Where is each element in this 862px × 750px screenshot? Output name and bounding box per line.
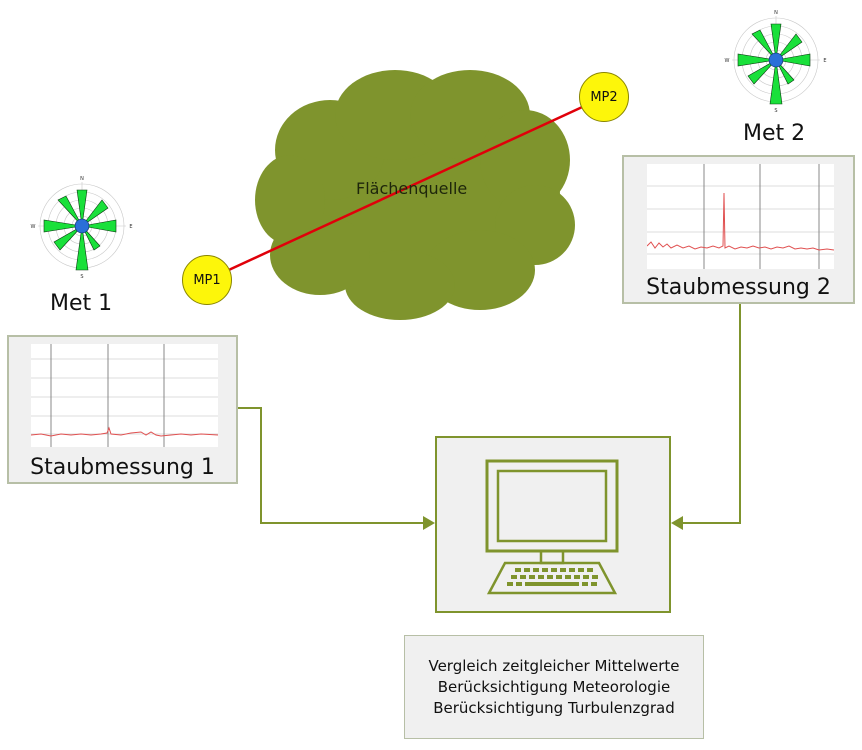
dust-measurement-2-panel: Staubmessung 2	[622, 155, 855, 304]
connector-left	[238, 407, 425, 524]
dust-measurement-1-chart	[30, 344, 219, 447]
svg-text:E: E	[823, 58, 826, 64]
dust-measurement-1-label: Staubmessung 1	[30, 455, 215, 480]
dust-trace-1	[30, 344, 219, 447]
svg-text:N: N	[774, 10, 778, 16]
dust-trace-2	[646, 164, 835, 269]
note-line-2: Berücksichtigung Meteorologie	[437, 677, 671, 696]
computer-icon	[485, 459, 619, 595]
svg-text:W: W	[31, 224, 36, 230]
svg-text:S: S	[774, 108, 777, 114]
svg-text:S: S	[80, 274, 83, 280]
measurement-point-mp1: MP1	[182, 255, 232, 305]
area-source-label: Flächenquelle	[356, 179, 468, 198]
met-station-2-label: Met 2	[743, 121, 806, 146]
svg-text:N: N	[80, 176, 84, 182]
connection-line	[206, 95, 605, 282]
wind-rose-2: N S W E	[725, 10, 827, 114]
evaluation-notes: Vergleich zeitgleicher Mittelwerte Berüc…	[404, 635, 704, 739]
met-station-1-label: Met 1	[50, 291, 113, 316]
wind-rose-1: N S W E	[31, 176, 133, 280]
arrow-left-head	[423, 516, 435, 530]
arrow-right-head	[671, 516, 683, 530]
dust-measurement-1-panel: Staubmessung 1	[7, 335, 238, 484]
note-line-1: Vergleich zeitgleicher Mittelwerte	[428, 656, 680, 675]
area-source-cloud	[255, 70, 575, 320]
note-line-3: Berücksichtigung Turbulenzgrad	[433, 698, 675, 717]
evaluation-computer-panel	[435, 436, 671, 613]
connector-right	[682, 303, 741, 524]
svg-text:E: E	[129, 224, 132, 230]
dust-measurement-2-label: Staubmessung 2	[646, 275, 831, 300]
dust-measurement-2-chart	[646, 164, 835, 269]
svg-text:W: W	[725, 58, 730, 64]
measurement-point-mp2: MP2	[579, 72, 629, 122]
connectors	[238, 303, 741, 524]
